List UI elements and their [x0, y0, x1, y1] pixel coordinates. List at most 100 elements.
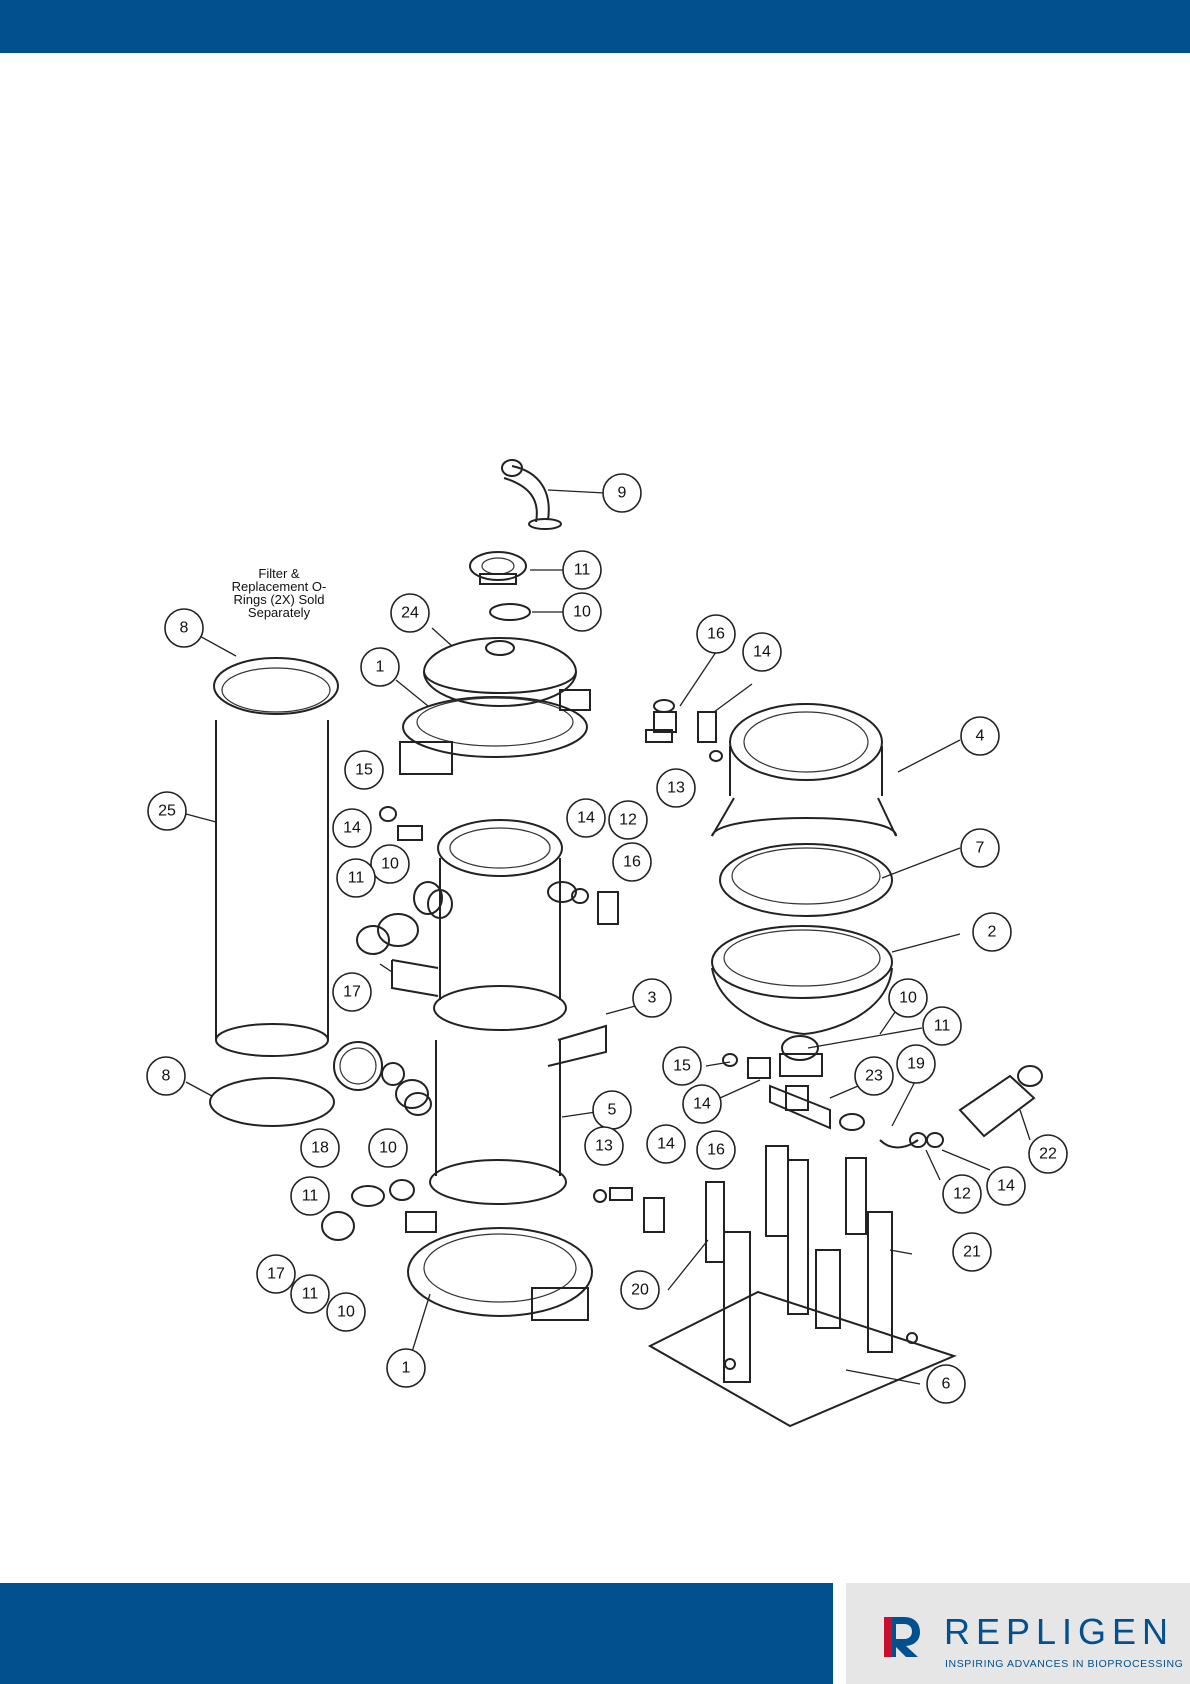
- callout-c17a: 17: [333, 973, 371, 1011]
- part-lid: [396, 628, 590, 774]
- note-line-4: Separately: [248, 605, 311, 620]
- callout-number: 14: [657, 1136, 675, 1153]
- callout-number: 25: [158, 803, 176, 820]
- callout-c14b: 14: [333, 809, 371, 847]
- callout-number: 14: [753, 644, 771, 661]
- callout-number: 17: [343, 984, 361, 1001]
- callout-number: 10: [337, 1304, 355, 1321]
- callout-c11d: 11: [291, 1177, 329, 1215]
- callout-c22: 22: [1029, 1135, 1067, 1173]
- callout-c13a: 13: [657, 769, 695, 807]
- callout-number: 13: [595, 1138, 613, 1155]
- callout-number: 12: [619, 812, 637, 829]
- callout-number: 14: [997, 1178, 1015, 1195]
- callout-c11b: 11: [337, 859, 375, 897]
- callout-number: 21: [963, 1244, 981, 1261]
- logo-panel: REPLIGEN INSPIRING ADVANCES IN BIOPROCES…: [846, 1583, 1190, 1684]
- callout-number: 18: [311, 1140, 329, 1157]
- callout-number: 16: [707, 626, 725, 643]
- callout-c3: 3: [633, 979, 671, 1017]
- callout-c21: 21: [953, 1233, 991, 1271]
- callout-number: 2: [988, 924, 997, 941]
- callout-number: 1: [402, 1360, 411, 1377]
- callout-number: 16: [623, 854, 641, 871]
- callout-number: 7: [976, 840, 985, 857]
- callout-c16b: 16: [613, 843, 651, 881]
- callout-number: 3: [648, 990, 657, 1007]
- callout-c14e: 14: [647, 1125, 685, 1163]
- callout-number: 11: [574, 562, 591, 579]
- callout-number: 11: [302, 1188, 319, 1205]
- callout-c7: 7: [961, 829, 999, 867]
- callout-c14c: 14: [567, 799, 605, 837]
- callout-c1a: 1: [361, 648, 399, 686]
- callout-number: 10: [573, 604, 591, 621]
- footer-band: [0, 1583, 833, 1684]
- callout-c16c: 16: [697, 1131, 735, 1169]
- filter-note: Filter & Replacement O- Rings (2X) Sold …: [232, 566, 327, 620]
- callout-number: 11: [348, 870, 365, 887]
- part-filter: [186, 634, 338, 1126]
- callout-number: 14: [693, 1096, 711, 1113]
- callout-number: 11: [302, 1286, 319, 1303]
- callout-c10d: 10: [369, 1129, 407, 1167]
- callout-number: 16: [707, 1142, 725, 1159]
- callout-c10c: 10: [889, 979, 927, 1017]
- callout-c15b: 15: [663, 1047, 701, 1085]
- callout-number: 22: [1039, 1146, 1057, 1163]
- callout-c14f: 14: [987, 1167, 1025, 1205]
- callout-c10a: 10: [563, 593, 601, 631]
- brand-tagline: INSPIRING ADVANCES IN BIOPROCESSING: [945, 1658, 1183, 1670]
- callout-c11a: 11: [563, 551, 601, 589]
- callout-c11c: 11: [923, 1007, 961, 1045]
- callout-c2: 2: [973, 913, 1011, 951]
- callout-number: 14: [343, 820, 361, 837]
- callout-c10e: 10: [327, 1293, 365, 1331]
- callout-number: 10: [899, 990, 917, 1007]
- callout-number: 8: [162, 1068, 171, 1085]
- part-cone: [712, 704, 960, 1034]
- callout-number: 13: [667, 780, 685, 797]
- callout-c5: 5: [593, 1091, 631, 1129]
- callout-number: 8: [180, 620, 189, 637]
- part-top-clamp: [470, 552, 565, 620]
- callout-c25: 25: [148, 792, 186, 830]
- callout-c10b: 10: [371, 845, 409, 883]
- callout-number: 11: [934, 1018, 951, 1035]
- callout-number: 23: [865, 1068, 883, 1085]
- callout-c18: 18: [301, 1129, 339, 1167]
- part-bottom-clamp: [406, 1212, 592, 1352]
- part-upper-valves: [646, 652, 752, 761]
- callout-c24: 24: [391, 594, 429, 632]
- callout-c14d: 14: [683, 1085, 721, 1123]
- callout-c17b: 17: [257, 1255, 295, 1293]
- callout-c4: 4: [961, 717, 999, 755]
- callout-number: 15: [673, 1058, 691, 1075]
- callout-number: 5: [608, 1102, 617, 1119]
- repligen-logo-icon: [882, 1613, 922, 1659]
- callout-number: 9: [618, 485, 627, 502]
- brand-name: REPLIGEN: [944, 1611, 1174, 1653]
- part-stand: [650, 1146, 954, 1426]
- callout-c8a: 8: [165, 609, 203, 647]
- callout-c9: 9: [603, 474, 641, 512]
- callout-number: 19: [907, 1056, 925, 1073]
- callout-number: 10: [381, 856, 399, 873]
- callout-number: 20: [631, 1282, 649, 1299]
- callout-c6: 6: [927, 1365, 965, 1403]
- callout-c16a: 16: [697, 615, 735, 653]
- part-elbow: [502, 460, 605, 529]
- callout-c12b: 12: [943, 1175, 981, 1213]
- callout-number: 14: [577, 810, 595, 827]
- callout-c15a: 15: [345, 751, 383, 789]
- callout-c12a: 12: [609, 801, 647, 839]
- callout-c1b: 1: [387, 1349, 425, 1387]
- callout-number: 10: [379, 1140, 397, 1157]
- callout-c19: 19: [897, 1045, 935, 1083]
- callout-number: 6: [942, 1376, 951, 1393]
- callout-c20: 20: [621, 1271, 659, 1309]
- callout-number: 1: [376, 659, 385, 676]
- callout-c11e: 11: [291, 1275, 329, 1313]
- callout-number: 24: [401, 605, 419, 622]
